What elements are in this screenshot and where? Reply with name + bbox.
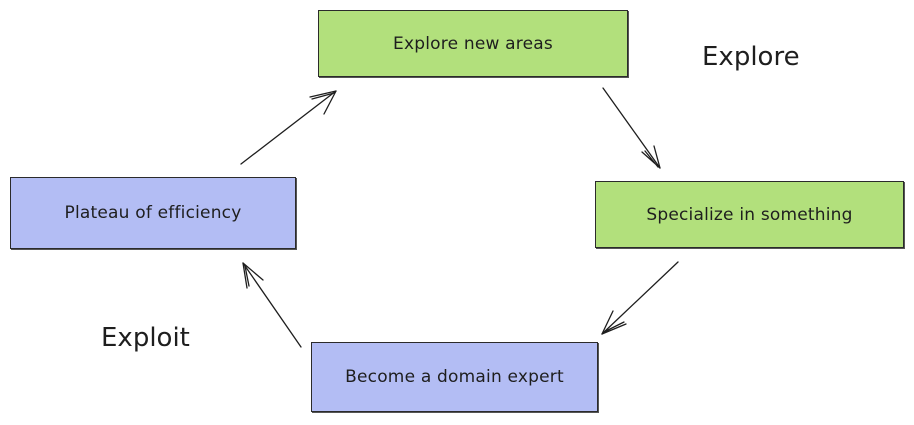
node-label-become-domain-expert: Become a domain expert bbox=[345, 367, 564, 387]
node-specialize-in-something: Specialize in something bbox=[595, 181, 904, 248]
node-label-specialize-in-something: Specialize in something bbox=[646, 204, 853, 225]
arrow-specialize-to-expert bbox=[601, 261, 679, 335]
node-explore-new-areas: Explore new areas bbox=[318, 10, 628, 77]
node-label-explore-new-areas: Explore new areas bbox=[393, 33, 553, 54]
arrow-expert-to-plateau bbox=[242, 262, 302, 348]
node-label-plateau-of-efficiency: Plateau of efficiency bbox=[64, 203, 242, 223]
arrow-plateau-to-explore bbox=[240, 90, 337, 165]
node-plateau-of-efficiency: Plateau of efficiency bbox=[10, 177, 296, 249]
phase-label-explore: Explore bbox=[702, 42, 800, 72]
arrow-explore-to-specialize bbox=[602, 87, 661, 169]
phase-label-exploit: Exploit bbox=[101, 323, 190, 353]
node-become-domain-expert: Become a domain expert bbox=[311, 342, 598, 412]
